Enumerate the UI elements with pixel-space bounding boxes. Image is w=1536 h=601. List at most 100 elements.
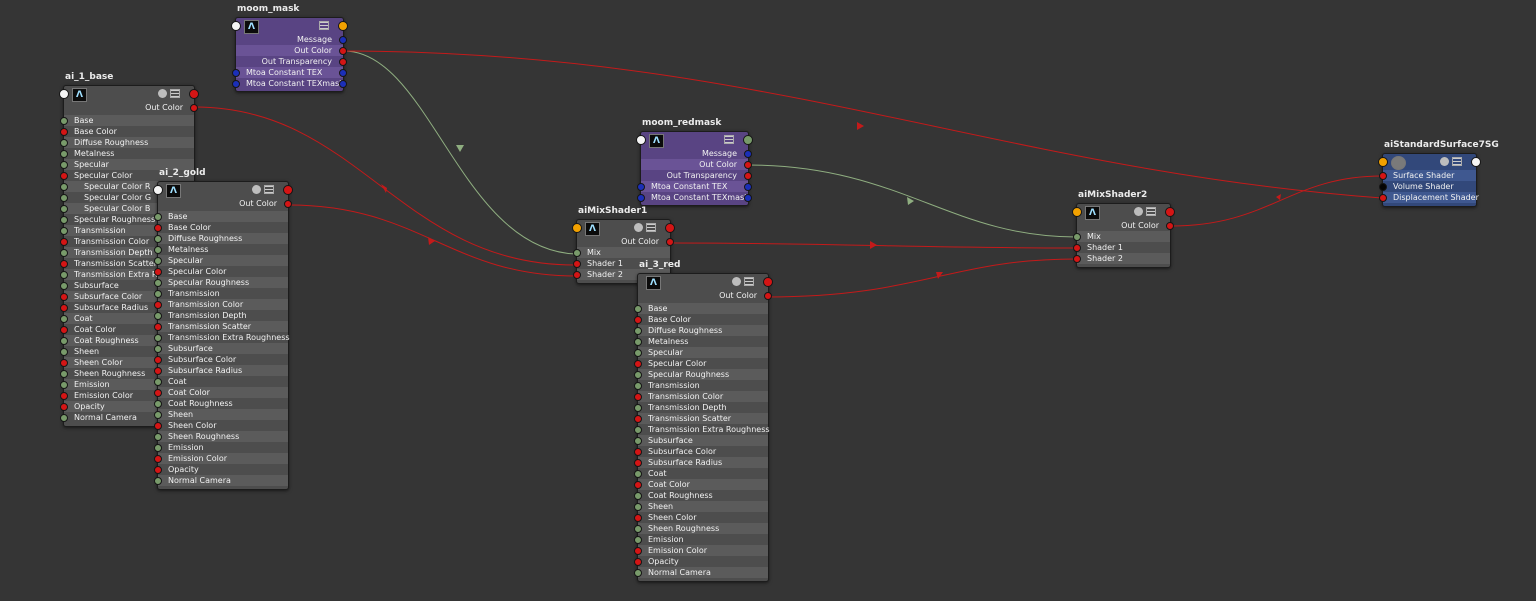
- input-port[interactable]: [60, 282, 68, 290]
- input-port[interactable]: [634, 536, 642, 544]
- attribute-row-out-color[interactable]: Out Color: [577, 236, 674, 247]
- input-port[interactable]: [60, 304, 68, 312]
- attribute-row-sheen-roughness[interactable]: Sheen Roughness: [154, 431, 288, 442]
- input-port[interactable]: [154, 235, 162, 243]
- attribute-row-specular-color[interactable]: Specular Color: [154, 266, 288, 277]
- input-port[interactable]: [60, 381, 68, 389]
- node-message-output-port[interactable]: [763, 277, 773, 287]
- attribute-row-specular-roughness[interactable]: Specular Roughness: [154, 277, 288, 288]
- node-header[interactable]: Λ: [572, 220, 675, 236]
- attribute-row-coat-roughness[interactable]: Coat Roughness: [154, 398, 288, 409]
- swatch-toggle-icon[interactable]: [158, 89, 167, 98]
- input-port[interactable]: [634, 415, 642, 423]
- node-header[interactable]: Λ: [59, 86, 199, 102]
- input-port[interactable]: [1379, 183, 1387, 191]
- swatch-toggle-icon[interactable]: [1134, 207, 1143, 216]
- attribute-row-out-color[interactable]: Out Color: [158, 198, 292, 209]
- attribute-row-mtoa-constant-texmask[interactable]: Mtoa Constant TEXmask: [637, 192, 752, 203]
- node-message-output-port[interactable]: [743, 135, 753, 145]
- input-port[interactable]: [60, 117, 68, 125]
- input-port[interactable]: [154, 290, 162, 298]
- input-port[interactable]: [60, 128, 68, 136]
- input-port[interactable]: [634, 459, 642, 467]
- attribute-row-emission-color[interactable]: Emission Color: [634, 545, 768, 556]
- attribute-list-icon[interactable]: [1452, 157, 1462, 166]
- input-port[interactable]: [637, 183, 645, 191]
- node-title[interactable]: ai_3_red: [639, 260, 681, 270]
- attribute-row-mtoa-constant-texmask[interactable]: Mtoa Constant TEXmask: [232, 78, 347, 89]
- attribute-row-subsurface[interactable]: Subsurface: [154, 343, 288, 354]
- input-port[interactable]: [154, 312, 162, 320]
- input-port[interactable]: [634, 316, 642, 324]
- attribute-row-diffuse-roughness[interactable]: Diffuse Roughness: [154, 233, 288, 244]
- node-message-input-port[interactable]: [572, 223, 582, 233]
- node-message-output-port[interactable]: [1165, 207, 1175, 217]
- input-port[interactable]: [634, 558, 642, 566]
- input-port[interactable]: [634, 437, 642, 445]
- attribute-row-subsurface[interactable]: Subsurface: [60, 280, 194, 291]
- attribute-row-sheen-roughness[interactable]: Sheen Roughness: [634, 523, 768, 534]
- attribute-list-icon[interactable]: [744, 277, 754, 286]
- input-port[interactable]: [60, 227, 68, 235]
- input-port[interactable]: [232, 69, 240, 77]
- attribute-row-specular[interactable]: Specular: [60, 159, 194, 170]
- input-port[interactable]: [154, 466, 162, 474]
- output-port[interactable]: [339, 80, 347, 88]
- input-port[interactable]: [154, 400, 162, 408]
- input-port[interactable]: [60, 150, 68, 158]
- attribute-row-specular-color-r[interactable]: Specular Color R: [60, 181, 194, 192]
- attribute-row-message[interactable]: Message: [641, 148, 752, 159]
- attribute-row-out-color[interactable]: Out Color: [638, 290, 772, 301]
- attribute-row-specular-color[interactable]: Specular Color: [60, 170, 194, 181]
- input-port[interactable]: [634, 349, 642, 357]
- node-message-input-port[interactable]: [636, 135, 646, 145]
- node-title[interactable]: ai_1_base: [65, 72, 114, 82]
- node-message-output-port[interactable]: [1471, 157, 1481, 167]
- attribute-row-shader-2[interactable]: Shader 2: [573, 269, 670, 280]
- output-port[interactable]: [284, 200, 292, 208]
- attribute-row-transmission-scatter[interactable]: Transmission Scatter: [634, 413, 768, 424]
- input-port[interactable]: [1073, 244, 1081, 252]
- output-port[interactable]: [744, 183, 752, 191]
- input-port[interactable]: [60, 139, 68, 147]
- attribute-row-out-transparency[interactable]: Out Transparency: [236, 56, 347, 67]
- attribute-row-transmission-depth[interactable]: Transmission Depth: [634, 402, 768, 413]
- attribute-row-sheen[interactable]: Sheen: [154, 409, 288, 420]
- attribute-row-shader-1[interactable]: Shader 1: [1073, 242, 1170, 253]
- attribute-list-icon[interactable]: [264, 185, 274, 194]
- input-port[interactable]: [154, 246, 162, 254]
- attribute-row-out-color[interactable]: Out Color: [1077, 220, 1174, 231]
- input-port[interactable]: [634, 360, 642, 368]
- input-port[interactable]: [60, 337, 68, 345]
- input-port[interactable]: [634, 393, 642, 401]
- node-header[interactable]: Λ: [636, 132, 753, 148]
- node-header[interactable]: Λ: [153, 182, 293, 198]
- attribute-row-emission-color[interactable]: Emission Color: [60, 390, 194, 401]
- attribute-row-subsurface-radius[interactable]: Subsurface Radius: [634, 457, 768, 468]
- input-port[interactable]: [60, 348, 68, 356]
- attribute-row-transmission[interactable]: Transmission: [634, 380, 768, 391]
- attribute-row-subsurface[interactable]: Subsurface: [634, 435, 768, 446]
- attribute-row-transmission-scatter[interactable]: Transmission Scatter: [154, 321, 288, 332]
- attribute-row-normal-camera[interactable]: Normal Camera: [154, 475, 288, 486]
- attribute-row-normal-camera[interactable]: Normal Camera: [634, 567, 768, 578]
- input-port[interactable]: [154, 477, 162, 485]
- swatch-toggle-icon[interactable]: [634, 223, 643, 232]
- attribute-row-specular[interactable]: Specular: [154, 255, 288, 266]
- input-port[interactable]: [60, 370, 68, 378]
- input-port[interactable]: [637, 194, 645, 202]
- input-port[interactable]: [634, 569, 642, 577]
- input-port[interactable]: [154, 455, 162, 463]
- output-port[interactable]: [744, 150, 752, 158]
- attribute-row-sheen-color[interactable]: Sheen Color: [634, 512, 768, 523]
- input-port[interactable]: [154, 411, 162, 419]
- node-message-output-port[interactable]: [283, 185, 293, 195]
- input-port[interactable]: [154, 422, 162, 430]
- attribute-row-specular-color-b[interactable]: Specular Color B: [60, 203, 194, 214]
- input-port[interactable]: [154, 334, 162, 342]
- input-port[interactable]: [60, 172, 68, 180]
- attribute-row-opacity[interactable]: Opacity: [60, 401, 194, 412]
- node-header[interactable]: Λ: [1072, 204, 1175, 220]
